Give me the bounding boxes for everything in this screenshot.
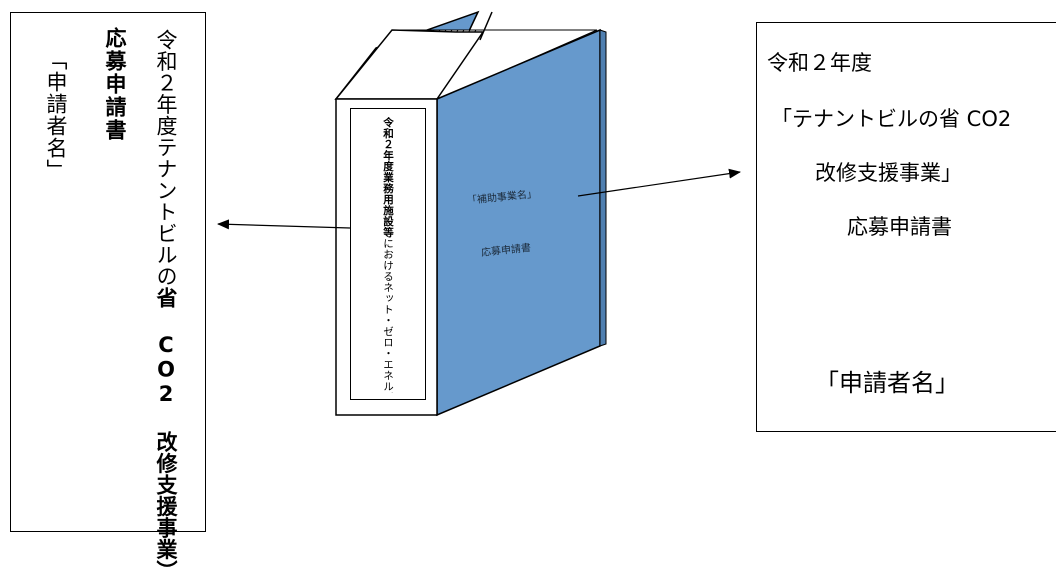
spine-label-box: 令和２年度テナントビルの省 CO2 改修支援事業） 応募申請書 「申請者名」 [10,12,206,582]
binder-cover-project-name: 「補助事業名」 [466,188,538,207]
spine-title-column: 令和２年度テナントビルの省 CO2 改修支援事業） [151,29,181,582]
binder-cover-edge [599,29,607,347]
spine-title-tail: 省 CO2 改修支援事業） [154,287,178,582]
binder-top-edge [334,29,485,100]
binder-page-edges [345,29,598,101]
spine-applicant-name: 「申請者名」 [44,49,68,181]
cover-title-line1: 「テナントビルの省 CO2 [771,107,1012,131]
arrow-to-cover-label [577,168,741,197]
binder-spine-label: 令和２年度業務用施設等におけるネット・ゼロ・エネルギー・ビ [350,108,426,400]
arrow-to-spine-label [217,219,351,230]
cover-title-line2: 改修支援事業」 [815,161,962,185]
cover-applicant-name: 「申請者名」 [815,369,959,397]
binder-cover-document-type: 応募申請書 [480,242,532,259]
cover-document-type: 応募申請書 [847,215,952,239]
spine-label-bold: 令和２年度業務用施設等 [382,117,394,238]
spine-label-rest: におけるネット・ゼロ・エネルギー・ビ [382,238,394,393]
binder-back-cover-top [334,10,480,100]
cover-label-box: 令和２年度 「テナントビルの省 CO2 改修支援事業」 応募申請書 「申請者名」 [756,22,1056,432]
cover-year: 令和２年度 [767,51,872,75]
spine-document-type: 応募申請書 [103,27,127,142]
binder-front-cover [436,28,601,417]
spine-title-text: 令和２年度テナントビルの [154,29,178,287]
binder-spine-label-text: 令和２年度業務用施設等におけるネット・ゼロ・エネルギー・ビ [381,117,395,393]
